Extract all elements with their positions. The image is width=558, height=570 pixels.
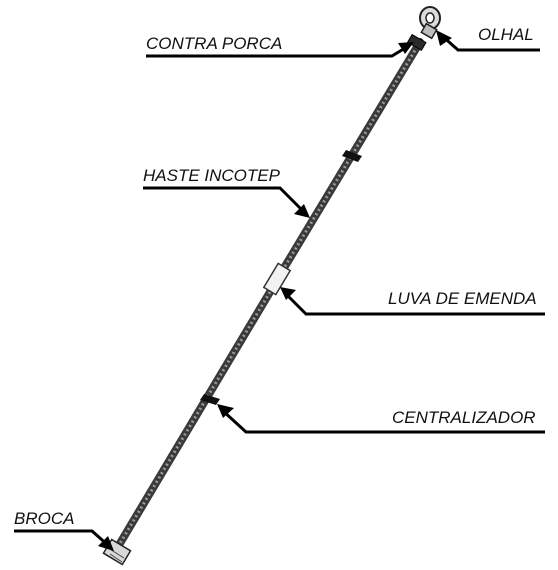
label-contra-porca: CONTRA PORCA: [146, 34, 282, 53]
upper-centralizer: [342, 150, 362, 162]
rod-lower-texture: [114, 291, 272, 551]
label-centralizador: CENTRALIZADOR: [392, 408, 536, 427]
leader-contra-porca: [146, 42, 414, 58]
label-luva-de-emenda: LUVA DE EMENDA: [388, 289, 537, 308]
leader-broca: [14, 529, 114, 551]
eye-bolt: [419, 6, 441, 40]
leader-luva: [280, 287, 545, 316]
label-olhal: OLHAL: [478, 25, 534, 44]
lock-nut: [406, 33, 427, 52]
lower-centralizer: [200, 394, 220, 405]
coupling-sleeve: [262, 262, 292, 296]
leader-haste: [143, 186, 310, 218]
leader-olhal: [436, 30, 540, 52]
label-haste-incotep: HASTE INCOTEP: [143, 166, 281, 185]
label-broca: BROCA: [14, 509, 74, 528]
leader-centralizador: [217, 404, 545, 434]
